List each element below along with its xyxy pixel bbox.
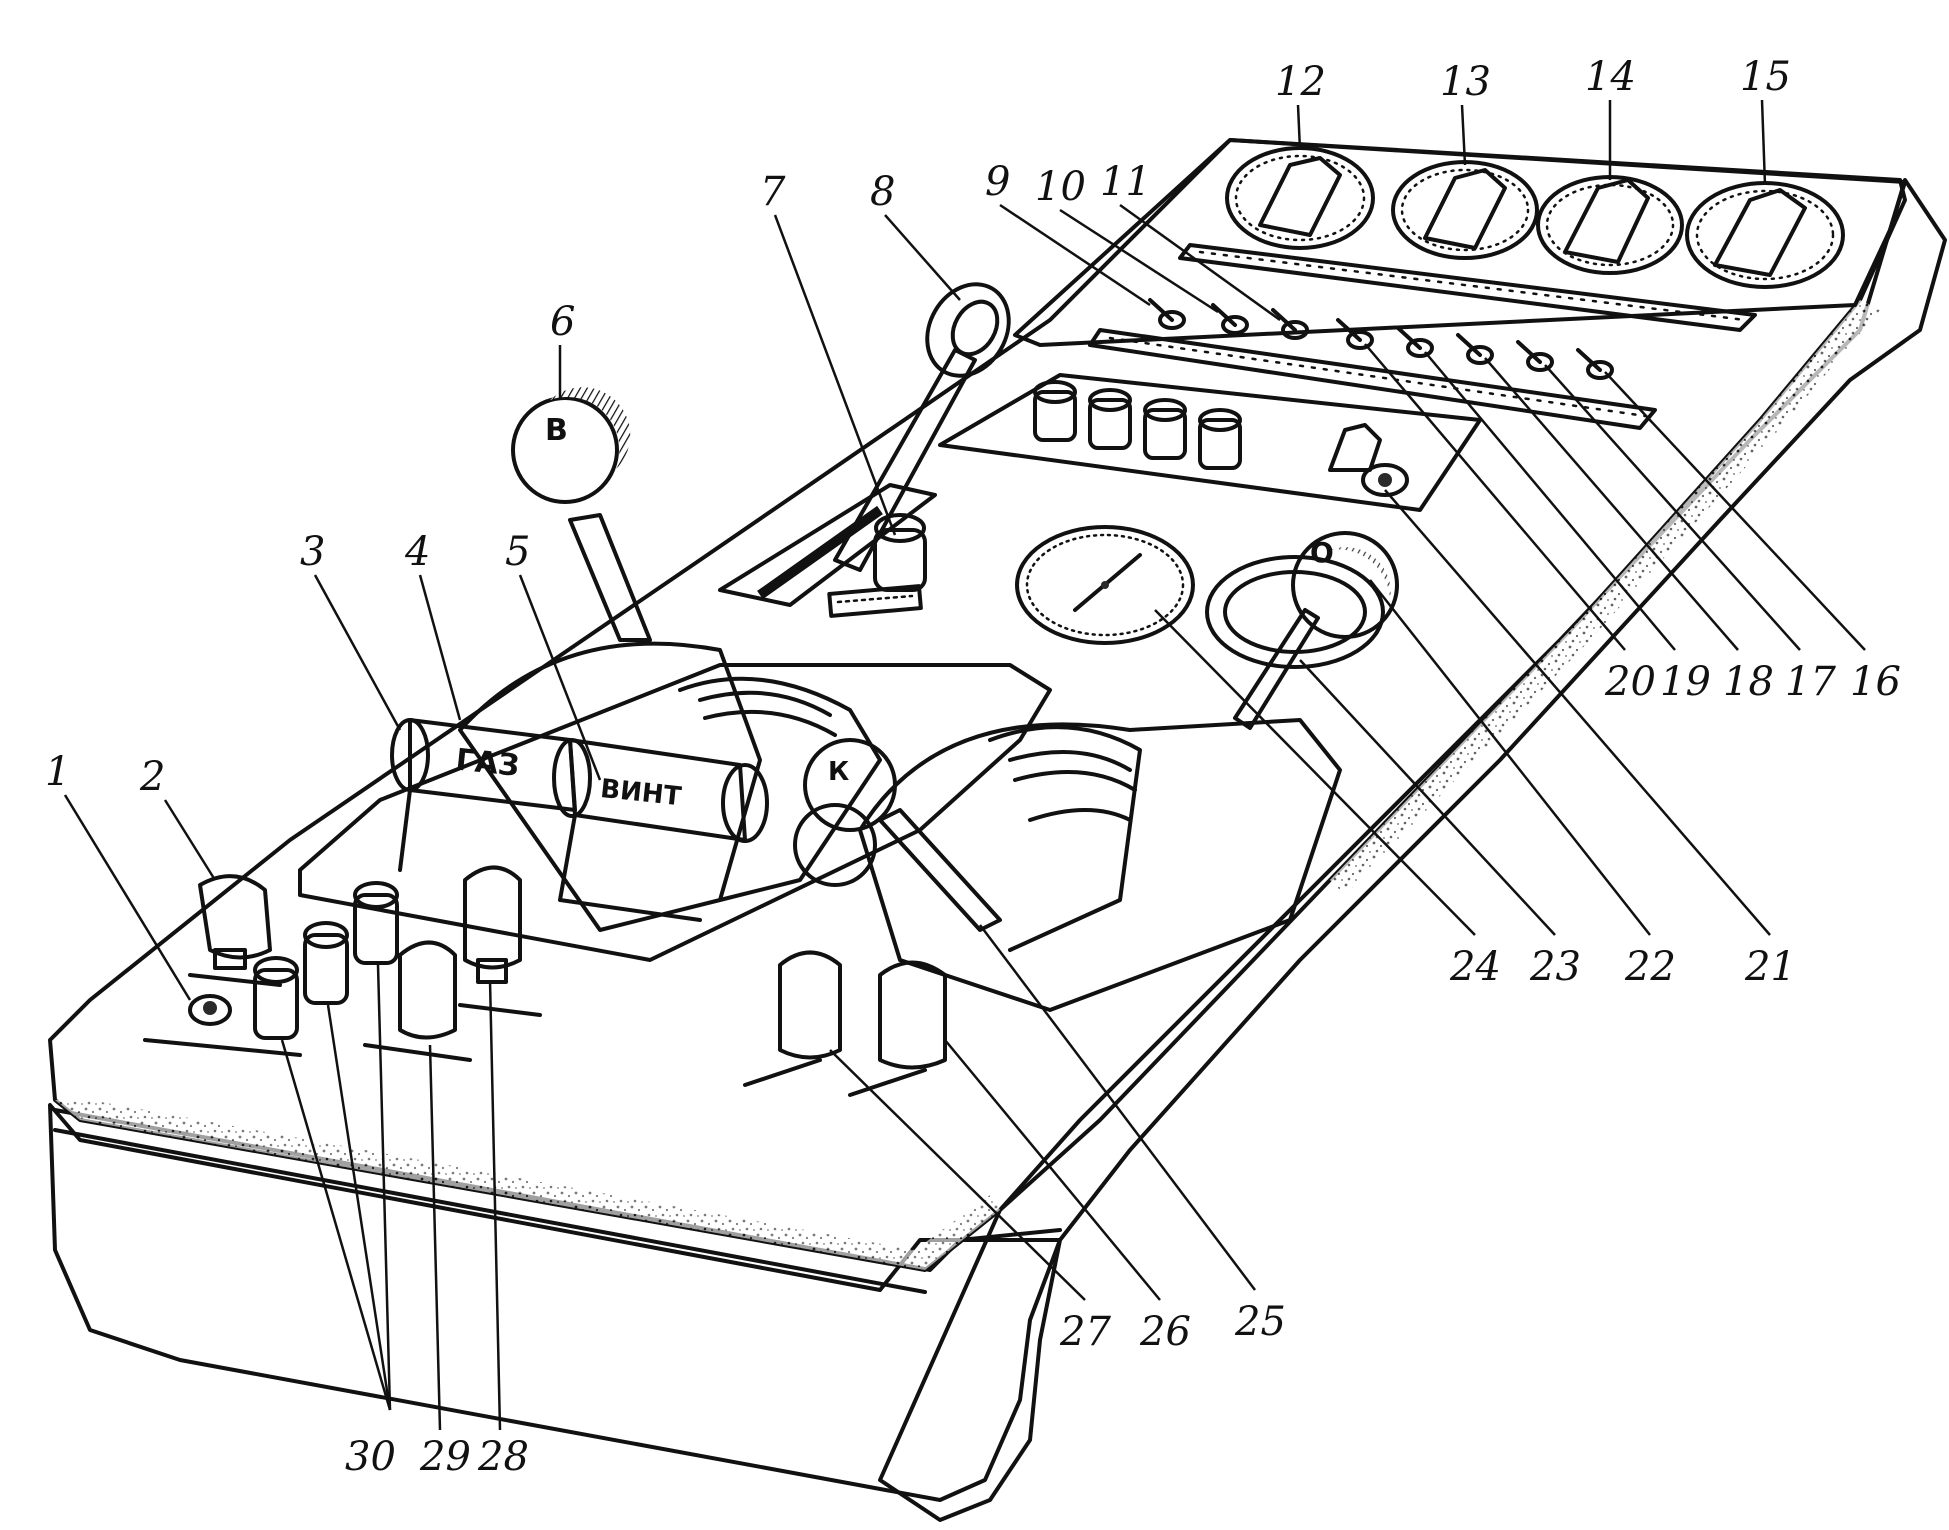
callout-3: 3: [300, 529, 325, 575]
selector-knob-26[interactable]: [848, 960, 947, 1097]
console-body: [48, 138, 1947, 1522]
callout-20: 20: [1604, 659, 1656, 705]
callout-8: 8: [870, 169, 895, 215]
knurled-knob-30-a[interactable]: [253, 956, 299, 1040]
toggle-switch-20[interactable]: [1336, 318, 1374, 350]
knurled-knob-a[interactable]: [1033, 380, 1077, 442]
callout-21: 21: [1744, 944, 1796, 990]
callout-16: 16: [1850, 659, 1901, 705]
knurled-knob-d[interactable]: [1198, 408, 1242, 470]
knurled-knob-30-c[interactable]: [353, 881, 399, 965]
toggle-switch-11[interactable]: [1271, 308, 1309, 340]
toggle-switches: [1148, 298, 1614, 380]
callout-2: 2: [139, 754, 165, 800]
knob-o-label: О: [1310, 536, 1334, 569]
toggle-switch-16[interactable]: [1576, 348, 1614, 380]
callout-13: 13: [1440, 59, 1491, 105]
callout-24: 24: [1449, 944, 1501, 990]
selector-knob-28[interactable]: [463, 865, 522, 984]
dial-knob-15[interactable]: [1685, 181, 1845, 289]
callout-1: 1: [45, 749, 70, 795]
callout-numbers: 1 2 3 4 5 6 7 8 9 10 11 12 13 14 15 16 1…: [45, 54, 1901, 1480]
toggle-switch-10[interactable]: [1211, 303, 1249, 335]
dial-knob-13[interactable]: [1391, 160, 1539, 260]
gauge-24: [1015, 525, 1195, 645]
small-knob-1[interactable]: [188, 994, 232, 1026]
knurled-knob-b[interactable]: [1088, 388, 1132, 450]
dial-knob-14[interactable]: [1536, 175, 1684, 275]
quadrant-arc-left: [458, 641, 762, 932]
toggle-switch-17[interactable]: [1516, 340, 1554, 372]
knob-b-label: В: [545, 413, 568, 448]
callout-18: 18: [1723, 659, 1774, 705]
console-front-face: [48, 1103, 1062, 1502]
knurled-knob-30-b[interactable]: [303, 921, 349, 1005]
switch-row: [1088, 328, 1657, 430]
toggle-switch-19[interactable]: [1396, 326, 1434, 358]
callout-19: 19: [1660, 659, 1711, 705]
mid-panel: [938, 373, 1482, 512]
callout-11: 11: [1100, 159, 1151, 205]
callout-9: 9: [985, 159, 1010, 205]
lever-8-assembly: [718, 483, 937, 618]
lever-8[interactable]: [833, 269, 1025, 572]
handle-prop-label: ВИНТ: [599, 774, 683, 812]
callout-10: 10: [1035, 164, 1086, 210]
callout-23: 23: [1529, 944, 1581, 990]
callout-12: 12: [1275, 59, 1326, 105]
knurled-knob-c[interactable]: [1143, 398, 1187, 460]
console-right-side: [878, 178, 1947, 1522]
selector-knob-2[interactable]: [198, 874, 272, 970]
callout-26: 26: [1139, 1309, 1191, 1355]
dial-scale-strip: [1178, 243, 1757, 332]
selector-knob-29[interactable]: [398, 940, 457, 1040]
knurled-knobs-row: [1033, 380, 1242, 470]
lever-21[interactable]: [1328, 423, 1409, 497]
upper-panel: [1013, 138, 1907, 347]
toggle-switch-18[interactable]: [1456, 333, 1494, 365]
toggle-switch-9[interactable]: [1148, 298, 1186, 330]
callout-17: 17: [1785, 659, 1836, 705]
leader-lines: [63, 99, 1866, 1431]
callout-28: 28: [477, 1434, 529, 1480]
callout-15: 15: [1740, 54, 1791, 100]
dial-knob-12[interactable]: [1225, 146, 1375, 250]
throttle-handle-prop[interactable]: ВИНТ: [552, 738, 769, 843]
handle-gas-label: ГАЗ: [454, 743, 521, 784]
callout-25: 25: [1234, 1299, 1286, 1345]
knurled-knob-7[interactable]: [873, 513, 927, 592]
callout-4: 4: [404, 529, 430, 575]
selector-knob-27[interactable]: [743, 950, 842, 1087]
lever-6[interactable]: В: [511, 387, 652, 642]
callout-14: 14: [1585, 54, 1636, 100]
callout-7: 7: [760, 169, 786, 215]
callout-5: 5: [505, 529, 530, 575]
callout-22: 22: [1624, 944, 1676, 990]
front-left-controls: [143, 973, 542, 1062]
console-top-surface: [48, 138, 1907, 1272]
knob-k-label: К: [828, 757, 849, 787]
lever-25[interactable]: К: [793, 738, 1002, 932]
callout-6: 6: [550, 299, 575, 345]
callout-27: 27: [1059, 1309, 1111, 1355]
callout-30: 30: [345, 1434, 396, 1480]
callout-29: 29: [419, 1434, 471, 1480]
